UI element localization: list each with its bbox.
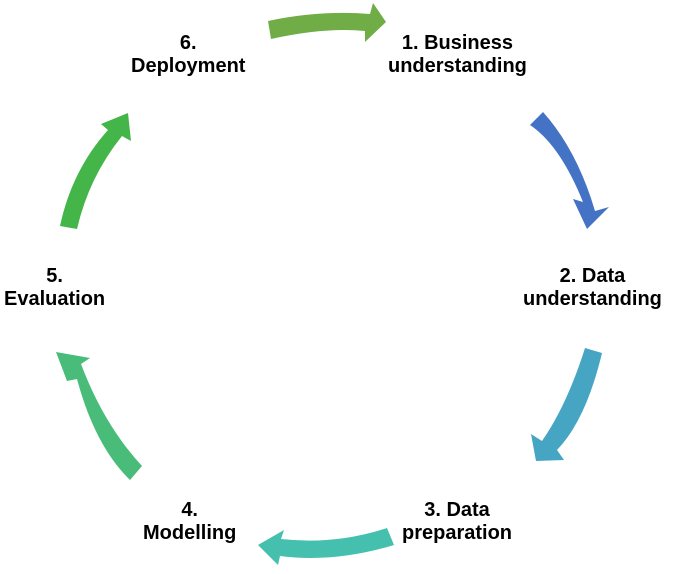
- stage-1-line2: understanding: [388, 55, 527, 77]
- arrow-business-to-data-understanding: [530, 112, 609, 229]
- stage-6-line1: 6.: [179, 32, 197, 54]
- stage-5-evaluation: 5. Evaluation: [4, 265, 105, 311]
- stage-3-line2: preparation: [402, 522, 513, 544]
- arrow-modelling-to-evaluation: [56, 352, 142, 480]
- arrow-preparation-to-modelling: [258, 528, 394, 565]
- stage-2-line1: 2. Data: [559, 265, 626, 287]
- arrow-deployment-to-business: [268, 3, 386, 42]
- stage-3-data-preparation: 3. Data preparation: [402, 499, 512, 545]
- stage-5-line2: Evaluation: [4, 288, 106, 310]
- stage-5-line1: 5.: [46, 265, 63, 287]
- arrow-data-understanding-to-preparation: [531, 348, 602, 461]
- stage-1-business-understanding: 1. Business understanding: [388, 32, 527, 78]
- stage-6-line2: Deployment: [131, 55, 246, 77]
- stage-2-data-understanding: 2. Data understanding: [523, 265, 662, 311]
- arrow-evaluation-to-deployment: [60, 113, 131, 229]
- stage-4-modelling: 4. Modelling: [143, 499, 236, 545]
- stage-4-line1: 4.: [181, 499, 198, 521]
- stage-6-deployment: 6. Deployment: [131, 32, 245, 78]
- stage-4-line2: Modelling: [143, 522, 237, 544]
- stage-1-line1: 1. Business: [401, 32, 514, 54]
- stage-2-line2: understanding: [523, 288, 662, 310]
- stage-3-line1: 3. Data: [424, 499, 490, 521]
